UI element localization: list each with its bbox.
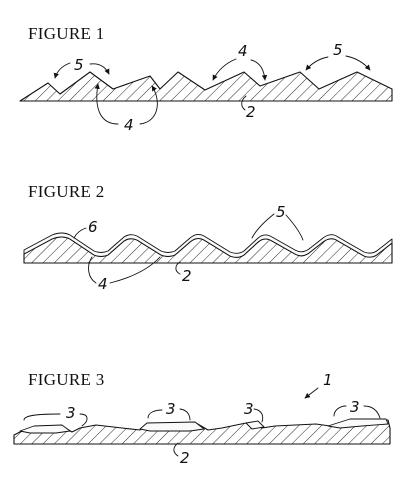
figure-2-leader-protrusion-a: [251, 213, 275, 239]
figure-2-leader-recess-a: [88, 256, 97, 284]
figure-2-label-recesses: 4: [98, 275, 108, 293]
figure-2-leader-protrusion-b: [285, 214, 304, 241]
figure-1-sawtooth-substrate: [19, 71, 393, 102]
figure-3-island-3: [245, 420, 265, 430]
figure-3-island-4: [327, 418, 389, 429]
figure-3-brace-4: [333, 405, 381, 419]
figure-1-label-protrusions: 5: [74, 56, 84, 74]
figure-3-label-base: 2: [180, 449, 190, 467]
figure-1-label-base: 2: [246, 103, 256, 121]
figure-1-leader-recess-bottom-b: [139, 85, 158, 125]
figure-1-label-recesses-top: 4: [238, 42, 248, 60]
figure-3-label-islands-3: 3: [244, 400, 254, 418]
figure-1-leader-recess-top-a: [212, 58, 237, 81]
figure-1-label-protrusions-right: 5: [333, 41, 343, 59]
figure-2-leader-recess-b: [109, 256, 161, 284]
figure-3-flat-substrate: [13, 419, 391, 445]
figure-1: FIGURE 1 5 5 4 4 2: [19, 24, 393, 134]
figure-3-arrow-article: [304, 387, 319, 399]
figure-2-label-protrusions: 5: [276, 203, 286, 221]
figure-3-island-2: [139, 421, 205, 432]
figure-1-leader-recess-bottom-a: [94, 83, 119, 125]
figure-2-leader-coating: [73, 227, 87, 239]
figure-3-island-1: [19, 424, 71, 434]
figure-1-title: FIGURE 1: [28, 24, 105, 43]
figure-1-leader-recess-top-b: [250, 59, 268, 81]
figure-3-brace-2: [147, 408, 191, 421]
figure-3-label-islands-4: 3: [350, 398, 360, 416]
figure-1-leader-protrusion-right-b: [345, 55, 371, 71]
figure-1-leader-protrusion-right-a: [305, 56, 329, 71]
figure-3-label-islands-2: 3: [166, 400, 176, 418]
figure-1-leader-protrusion-left: [53, 62, 71, 79]
figure-1-label-recesses-bottom: 4: [124, 116, 134, 134]
figure-2-title: FIGURE 2: [28, 182, 105, 201]
figure-3-label-article: 1: [323, 371, 333, 389]
figure-3-brace-1: [23, 413, 88, 427]
figure-2-label-base: 2: [182, 267, 192, 285]
figure-2: FIGURE 2 6 5 4 2: [23, 182, 393, 293]
figure-3: FIGURE 3 3 3 3 3 1 2: [13, 370, 391, 467]
figure-1-leader-protrusion-mid: [89, 63, 110, 75]
figure-3-title: FIGURE 3: [28, 370, 105, 389]
figure-3-leader-base: [173, 442, 179, 457]
figure-2-label-coating: 6: [88, 218, 98, 236]
figure-3-label-islands-1: 3: [66, 404, 76, 422]
figure-2-leader-base: [175, 261, 181, 275]
figure-2-coating-layer: [23, 232, 393, 258]
figure-3-brace-3: [253, 408, 264, 423]
figure-1-leader-base: [241, 95, 247, 111]
